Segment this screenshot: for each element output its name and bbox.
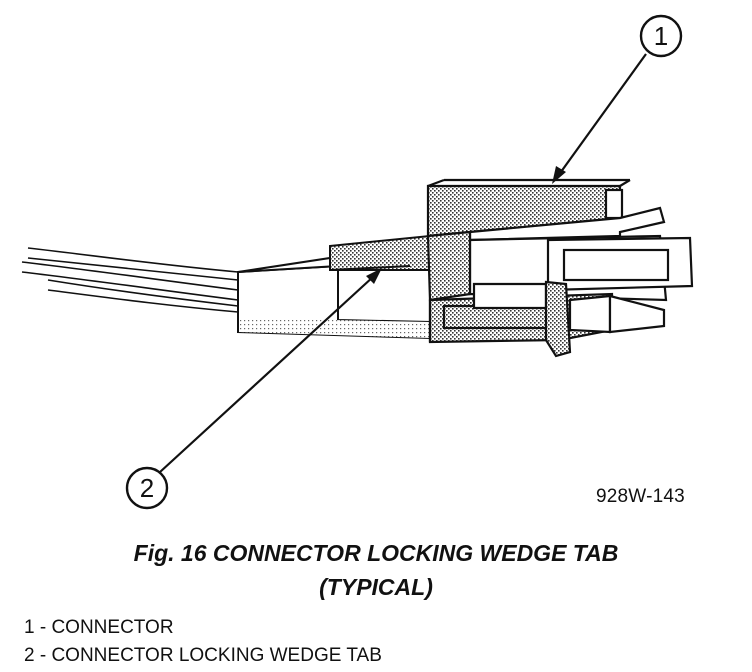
- callout-1-label: 1: [654, 21, 668, 51]
- legend-item-1: 1 - CONNECTOR: [24, 617, 174, 638]
- figure-caption-title: Fig. 16 CONNECTOR LOCKING WEDGE TAB: [133, 540, 619, 566]
- connector-body: [426, 178, 694, 358]
- legend: 1 - CONNECTOR 2 - CONNECTOR LOCKING WEDG…: [24, 614, 382, 670]
- figure-code: 928W-143: [596, 486, 685, 507]
- callout-1-leader: [557, 53, 647, 177]
- callout-2-label: 2: [140, 473, 154, 503]
- callout-1: 1: [552, 14, 683, 184]
- callout-2-leader: [159, 275, 375, 473]
- callout-2: 2: [125, 268, 382, 510]
- figure-caption-subtitle: (TYPICAL): [319, 574, 433, 600]
- callout-2-arrowhead: [366, 268, 382, 284]
- legend-item-2: 2 - CONNECTOR LOCKING WEDGE TAB: [24, 645, 382, 666]
- wire-bundle: [21, 247, 239, 313]
- callout-1-arrowhead: [552, 166, 566, 184]
- connector-illustration: 1 2: [21, 14, 694, 510]
